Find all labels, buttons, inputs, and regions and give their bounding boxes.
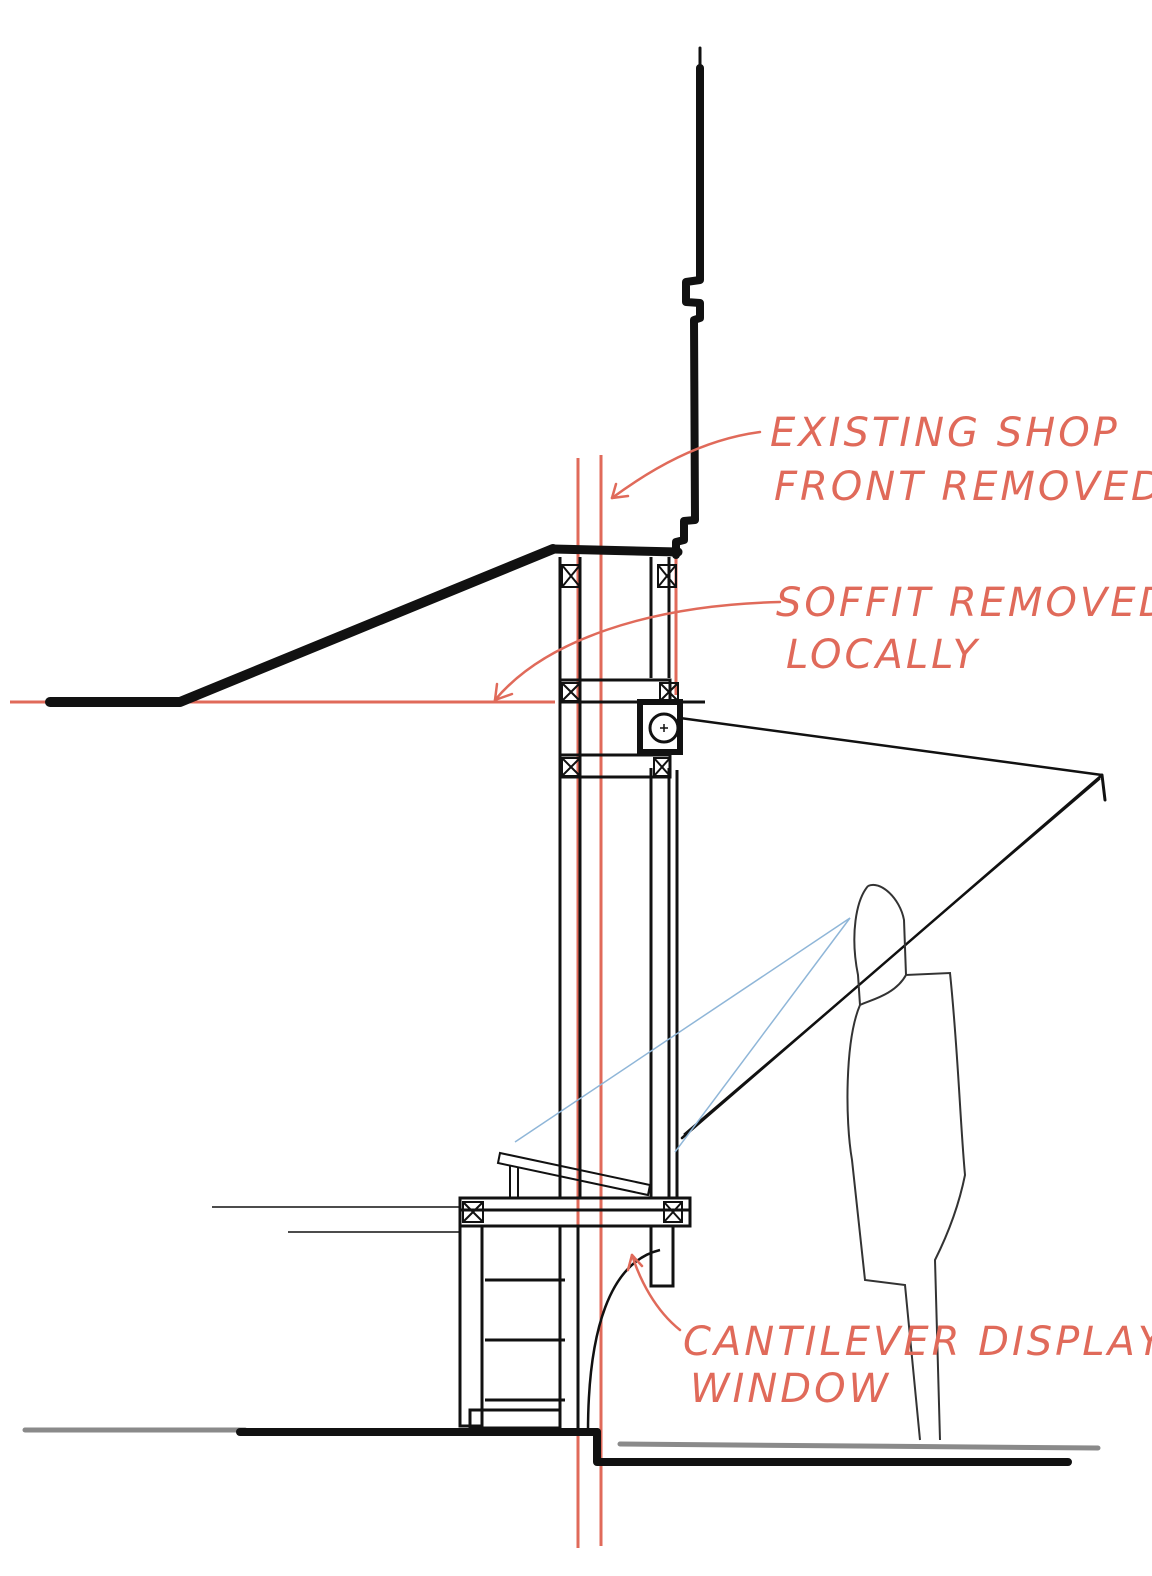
ground-hatch [22,1427,1101,1451]
timber-sections [462,564,683,1223]
note-soffit-line2: LOCALLY [786,632,981,678]
awning-roller [648,712,680,744]
display-shelf [496,1151,652,1198]
awning-canopy [678,716,1107,1140]
person-figure [846,883,967,1441]
existing-facade [45,46,1072,1466]
removed-shopfront-lines [10,455,678,1548]
annotation-text: EXISTING SHOP FRONT REMOVED SOFFIT REMOV… [683,410,1152,1412]
timber-box-8 [663,1201,683,1223]
awning-housing [637,699,705,755]
note-soffit-line1: SOFFIT REMOVED [776,580,1152,626]
bench-lines [212,1206,460,1233]
timber-box-5 [561,757,581,777]
timber-box-3 [561,682,581,702]
annotation-leaders [493,430,782,1332]
timber-box-6 [653,757,671,777]
timber-box-1 [561,564,581,588]
timber-box-7 [462,1201,484,1223]
frame-members [458,557,692,1434]
note-display-line1: CANTILEVER DISPLAY [683,1319,1152,1365]
note-shopfront-line2: FRONT REMOVED [774,464,1152,510]
cantilever-bracket [586,1248,661,1433]
note-display-line2: WINDOW [690,1366,891,1412]
sight-lines [514,917,851,1153]
note-shopfront-line1: EXISTING SHOP [770,410,1120,456]
timber-box-2 [657,564,677,588]
